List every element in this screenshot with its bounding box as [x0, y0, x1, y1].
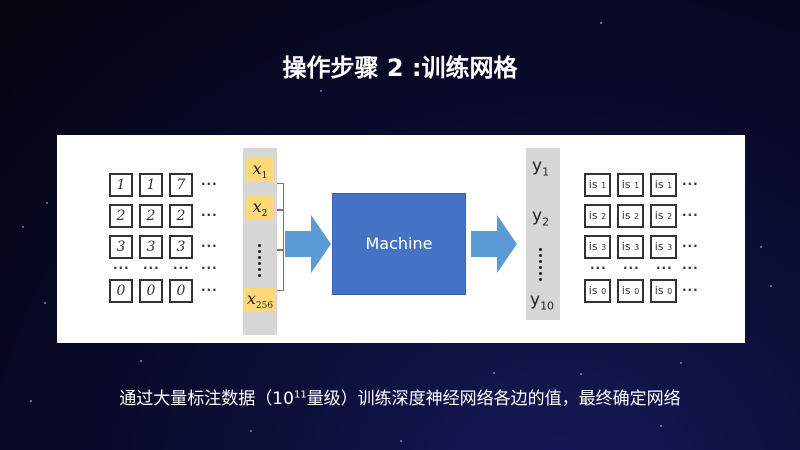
digit-image: 0 [139, 279, 163, 303]
label-cell: is 2 [650, 204, 677, 228]
input-var: x [252, 197, 262, 216]
output-var: y [530, 290, 541, 310]
ellipsis: ··· [656, 261, 673, 275]
input-sub: 256 [255, 301, 274, 312]
output-var: y [532, 206, 543, 226]
label-cell: is 1 [584, 173, 611, 197]
ellipsis: ··· [201, 261, 218, 275]
label-value: 2 [667, 212, 673, 221]
output-y2: y2 [532, 206, 549, 228]
label-value: 3 [634, 243, 640, 252]
label-value: 1 [634, 181, 640, 190]
label-value: 0 [634, 287, 640, 296]
ellipsis: ··· [682, 239, 699, 253]
output-y10: y10 [530, 290, 554, 312]
label-value: 3 [601, 243, 607, 252]
label-value: 3 [667, 243, 673, 252]
input-var: x [246, 289, 256, 308]
label-value: 1 [601, 181, 607, 190]
digit-image: 3 [139, 235, 163, 259]
digit-image: 1 [109, 173, 133, 197]
ellipsis: ··· [682, 261, 699, 275]
digit-image: 1 [139, 173, 163, 197]
digit-image: 0 [169, 279, 193, 303]
subtitle-exponent: 11 [293, 389, 307, 401]
machine-box: Machine [332, 193, 466, 295]
ellipsis: ··· [201, 283, 218, 297]
ellipsis: ··· [143, 261, 160, 275]
label-value: 2 [634, 212, 640, 221]
label-prefix: is [588, 240, 598, 253]
input-vector: x1 x2 x256 [243, 148, 277, 335]
label-prefix: is [621, 209, 631, 222]
label-cell: is 0 [650, 279, 677, 303]
digit-image: 2 [139, 204, 163, 228]
label-cell: is 2 [584, 204, 611, 228]
diagram-panel: 1 1 7 ··· 2 2 2 ··· 3 3 3 ··· ··· ··· ··… [57, 135, 745, 343]
ellipsis: ··· [682, 177, 699, 191]
label-cell: is 3 [650, 235, 677, 259]
subtitle-text: 量级）训练深度神经网络各边的值，最终确定网络 [306, 389, 681, 409]
label-prefix: is [621, 240, 631, 253]
label-prefix: is [654, 240, 664, 253]
slide-title: 操作步骤 2 :训练网格 [282, 54, 518, 82]
output-y1: y1 [532, 156, 549, 178]
label-prefix: is [588, 178, 598, 191]
ellipsis: ··· [201, 208, 218, 222]
digit-image: 3 [109, 235, 133, 259]
label-cell: is 0 [584, 279, 611, 303]
label-cell: is 1 [650, 173, 677, 197]
output-vector: y1 y2 y10 [526, 148, 560, 320]
label-prefix: is [654, 209, 664, 222]
input-x256: x256 [244, 288, 276, 312]
label-cell: is 3 [617, 235, 644, 259]
output-sub: 2 [542, 215, 550, 229]
ellipsis: ··· [201, 177, 218, 191]
input-sub: 1 [261, 171, 268, 182]
label-value: 1 [667, 181, 673, 190]
ellipsis: ··· [623, 261, 640, 275]
output-sub: 10 [540, 299, 555, 313]
label-cell: is 0 [617, 279, 644, 303]
ellipsis: ··· [113, 261, 130, 275]
input-var: x [252, 159, 262, 178]
right-arrow-icon [285, 215, 331, 273]
input-sub: 2 [261, 209, 268, 220]
digit-image: 7 [169, 173, 193, 197]
label-value: 0 [667, 287, 673, 296]
ellipsis: ··· [201, 239, 218, 253]
ellipsis: ··· [682, 208, 699, 222]
label-cell: is 1 [617, 173, 644, 197]
label-value: 2 [601, 212, 607, 221]
digit-image: 3 [169, 235, 193, 259]
subtitle-text: 通过大量标注数据（10 [119, 389, 294, 409]
bracket-line [277, 209, 284, 251]
input-x2: x2 [246, 196, 274, 220]
slide-subtitle: 通过大量标注数据（1011量级）训练深度神经网络各边的值，最终确定网络 [0, 384, 800, 409]
digit-image: 2 [109, 204, 133, 228]
bracket-line [277, 183, 284, 211]
ellipsis: ··· [173, 261, 190, 275]
label-prefix: is [621, 178, 631, 191]
label-cell: is 3 [584, 235, 611, 259]
output-sub: 1 [542, 165, 550, 179]
label-prefix: is [654, 178, 664, 191]
label-prefix: is [588, 284, 598, 297]
vertical-ellipsis-icon [258, 244, 262, 280]
ellipsis: ··· [590, 261, 607, 275]
right-arrow-icon [471, 215, 517, 273]
label-prefix: is [621, 284, 631, 297]
label-value: 0 [601, 287, 607, 296]
label-cell: is 2 [617, 204, 644, 228]
digit-image: 0 [109, 279, 133, 303]
output-var: y [532, 156, 543, 176]
digit-image: 2 [169, 204, 193, 228]
bracket-line [277, 249, 284, 291]
label-prefix: is [588, 209, 598, 222]
input-x1: x1 [246, 158, 274, 182]
ellipsis: ··· [682, 283, 699, 297]
label-prefix: is [654, 284, 664, 297]
vertical-ellipsis-icon [539, 248, 543, 284]
